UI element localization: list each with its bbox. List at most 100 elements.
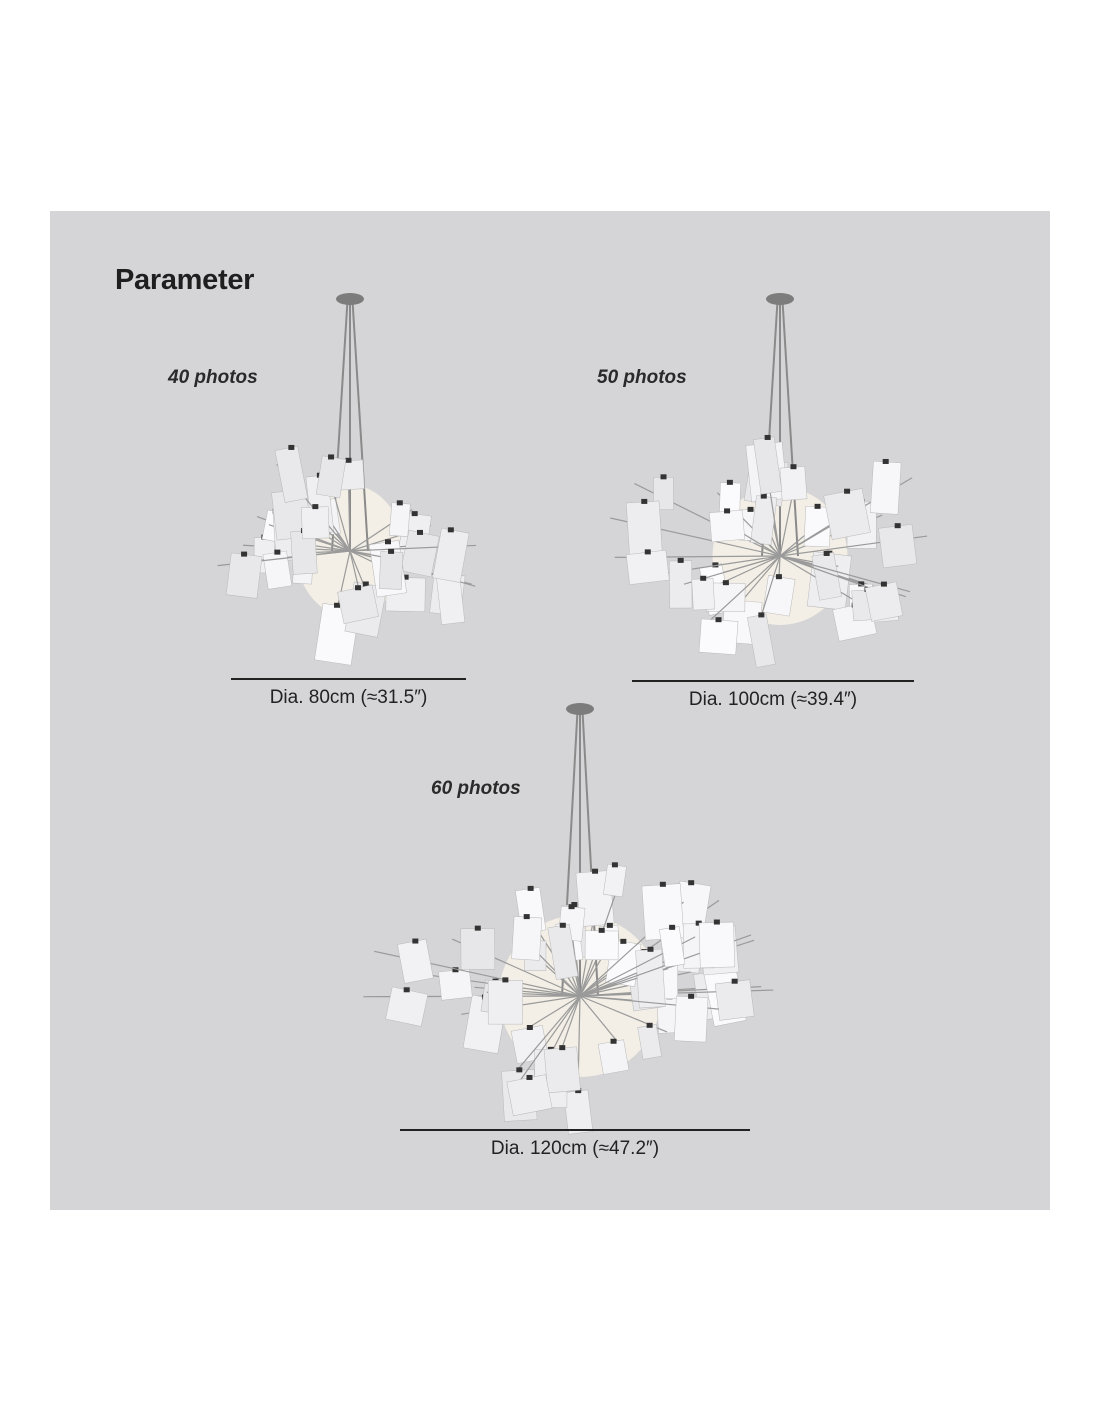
clip-icon <box>312 504 319 510</box>
photo-card <box>378 551 404 590</box>
photo-card <box>584 930 619 961</box>
clip-icon <box>647 946 654 952</box>
photo-card <box>625 500 663 556</box>
clip-icon <box>568 904 575 910</box>
clip-icon <box>844 488 851 494</box>
photo-card <box>301 506 330 540</box>
dimension-line-80cm <box>231 678 466 680</box>
clip-icon <box>592 868 599 874</box>
clip-icon <box>402 574 409 580</box>
clip-icon <box>641 498 648 504</box>
clip-icon <box>882 458 889 464</box>
clip-icon <box>700 575 707 581</box>
photo-card <box>563 1089 594 1135</box>
clip-icon <box>474 925 481 931</box>
ceiling-canopy <box>566 703 594 715</box>
photo-card <box>487 980 523 1025</box>
clip-icon <box>775 574 782 580</box>
clip-icon <box>823 550 830 556</box>
clip-icon <box>411 511 418 517</box>
clip-icon <box>559 922 566 928</box>
diameter-label-80cm: Dia. 80cm (≈31.5″) <box>269 687 428 708</box>
clip-icon <box>396 500 403 506</box>
clip-icon <box>669 924 676 930</box>
photo-card <box>635 948 666 1009</box>
photo-card <box>603 863 627 898</box>
clip-icon <box>722 580 729 586</box>
photo-card <box>597 1039 630 1075</box>
clip-icon <box>610 1038 617 1044</box>
dimension-line-100cm <box>632 680 914 682</box>
clip-icon <box>527 885 534 891</box>
clip-icon <box>713 919 720 925</box>
clip-icon <box>726 479 733 485</box>
photo-card <box>709 509 745 543</box>
clip-icon <box>606 922 613 928</box>
photo-card <box>225 552 263 599</box>
clip-icon <box>790 464 797 470</box>
clip-icon <box>731 978 738 984</box>
diameter-label-100cm: Dia. 100cm (≈39.4″) <box>688 689 858 710</box>
photo-card <box>511 916 543 961</box>
clip-icon <box>747 506 754 512</box>
photo-card <box>753 436 783 495</box>
clip-icon <box>858 581 865 587</box>
clip-icon <box>575 1088 582 1094</box>
wire-arm <box>579 995 623 1048</box>
clip-icon <box>620 938 627 944</box>
photo-card <box>864 581 904 622</box>
wire-arm <box>516 995 581 1086</box>
photo-card <box>262 550 293 590</box>
chandelier-80cm-image <box>217 293 477 666</box>
photo-card <box>438 968 473 1001</box>
photo-card <box>691 577 715 611</box>
clip-icon <box>715 617 722 623</box>
clip-icon <box>814 503 821 509</box>
chandelier-120cm-image <box>363 703 774 1135</box>
photo-card <box>823 488 871 541</box>
parameter-panel: Parameter 40 photos Dia. 80cm (≈31.5″) 5… <box>50 211 1050 1210</box>
clip-icon <box>447 527 454 533</box>
clip-icon <box>452 967 459 973</box>
photo-card <box>397 938 434 984</box>
clip-icon <box>526 1074 533 1080</box>
clip-icon <box>894 523 901 529</box>
photo-card <box>811 552 842 601</box>
clip-icon <box>502 977 509 983</box>
photo-card <box>388 502 411 537</box>
clip-icon <box>288 444 295 450</box>
clip-icon <box>416 529 423 535</box>
photo-card <box>547 924 579 980</box>
clip-icon <box>403 987 410 993</box>
photo-card <box>385 986 429 1027</box>
diameter-label-120cm: Dia. 120cm (≈47.2″) <box>490 1138 660 1159</box>
photo-card <box>869 460 902 515</box>
clip-icon <box>274 549 281 555</box>
dimension-line-120cm <box>400 1129 750 1131</box>
photo-card <box>637 1024 662 1060</box>
clip-icon <box>516 1067 523 1073</box>
photo-card <box>698 618 739 656</box>
clip-icon <box>688 993 695 999</box>
clip-icon <box>659 881 666 887</box>
ceiling-canopy <box>336 293 364 305</box>
clip-icon <box>880 581 887 587</box>
clip-icon <box>695 920 702 926</box>
wire-arm <box>702 555 781 628</box>
clip-icon <box>334 602 341 608</box>
clip-icon <box>611 862 618 868</box>
clip-icon <box>241 551 248 557</box>
clip-icon <box>559 1045 566 1051</box>
ceiling-canopy <box>766 293 794 305</box>
photo-card <box>274 445 309 503</box>
variant-50-photo-count: 50 photos <box>597 367 687 388</box>
photo-card <box>315 455 347 499</box>
clip-icon <box>355 585 362 591</box>
clip-icon <box>644 549 651 555</box>
clip-icon <box>388 548 395 554</box>
clip-icon <box>362 581 369 587</box>
clip-icon <box>385 539 392 545</box>
photo-card <box>400 529 440 578</box>
clip-icon <box>677 557 684 563</box>
clip-icon <box>712 562 719 568</box>
